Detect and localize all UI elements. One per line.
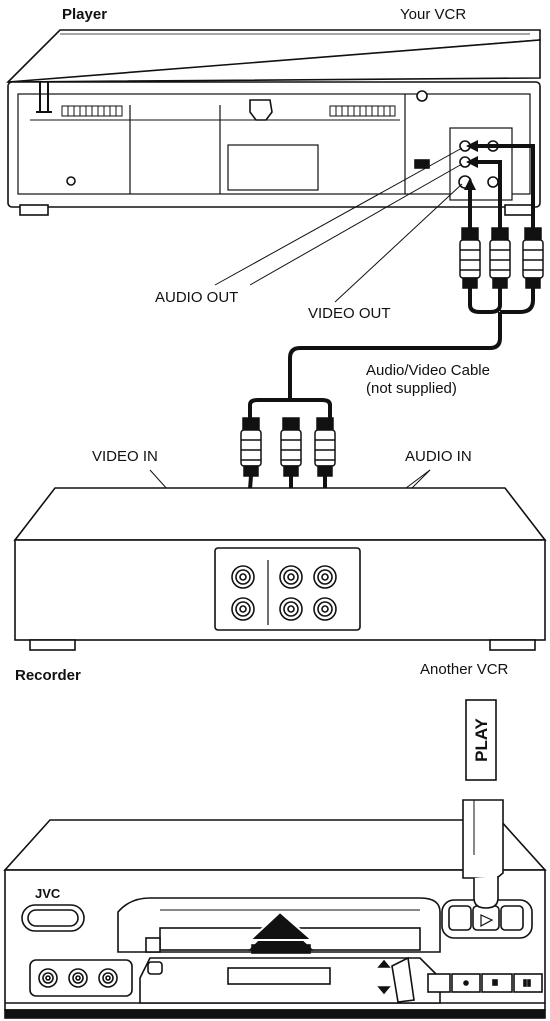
player-role-label: Player xyxy=(62,6,107,23)
record-button[interactable] xyxy=(428,974,450,992)
vent-grille-right xyxy=(330,106,395,116)
rca-plug-icon xyxy=(523,228,543,288)
play-label: PLAY xyxy=(472,717,491,761)
vent-grille-left xyxy=(62,106,122,116)
front-jack-icon xyxy=(39,969,57,987)
rca-plug-icon xyxy=(315,418,335,476)
audio-in-jack-icon xyxy=(314,566,336,588)
front-jack-icon xyxy=(99,969,117,987)
audio-in-label: AUDIO IN xyxy=(405,448,472,465)
rca-plug-icon xyxy=(490,228,510,288)
brand-logo: JVC xyxy=(35,886,61,901)
player-plugs xyxy=(460,228,543,288)
rca-plug-icon xyxy=(281,418,301,476)
screw-icon xyxy=(67,177,75,185)
cable-label-line1: Audio/Video Cable xyxy=(366,362,490,379)
cable-label-line2: (not supplied) xyxy=(366,380,457,397)
recorder-role-label: Recorder xyxy=(15,667,81,684)
screw-icon xyxy=(417,91,427,101)
antenna-connector-icon xyxy=(250,100,272,120)
jack-icon xyxy=(280,598,302,620)
recorder-vcr xyxy=(15,488,545,650)
video-in-jack-icon xyxy=(232,566,254,588)
recorder-plugs xyxy=(241,418,335,476)
rca-plug-icon xyxy=(460,228,480,288)
play-label-box: PLAY xyxy=(466,700,496,780)
recorder-device-label: Another VCR xyxy=(420,661,509,678)
video-in-label: VIDEO IN xyxy=(92,448,158,465)
audio-in-jack-icon xyxy=(280,566,302,588)
front-jack-icon xyxy=(69,969,87,987)
audio-out-label: AUDIO OUT xyxy=(155,289,238,306)
jack-icon xyxy=(232,598,254,620)
jack-icon xyxy=(314,598,336,620)
player-vcr-rear xyxy=(8,30,540,215)
rewind-button[interactable] xyxy=(449,906,471,930)
fast-forward-button[interactable] xyxy=(501,906,523,930)
rca-plug-icon xyxy=(241,418,261,476)
player-device-label: Your VCR xyxy=(400,6,466,23)
video-out-label: VIDEO OUT xyxy=(308,305,391,322)
